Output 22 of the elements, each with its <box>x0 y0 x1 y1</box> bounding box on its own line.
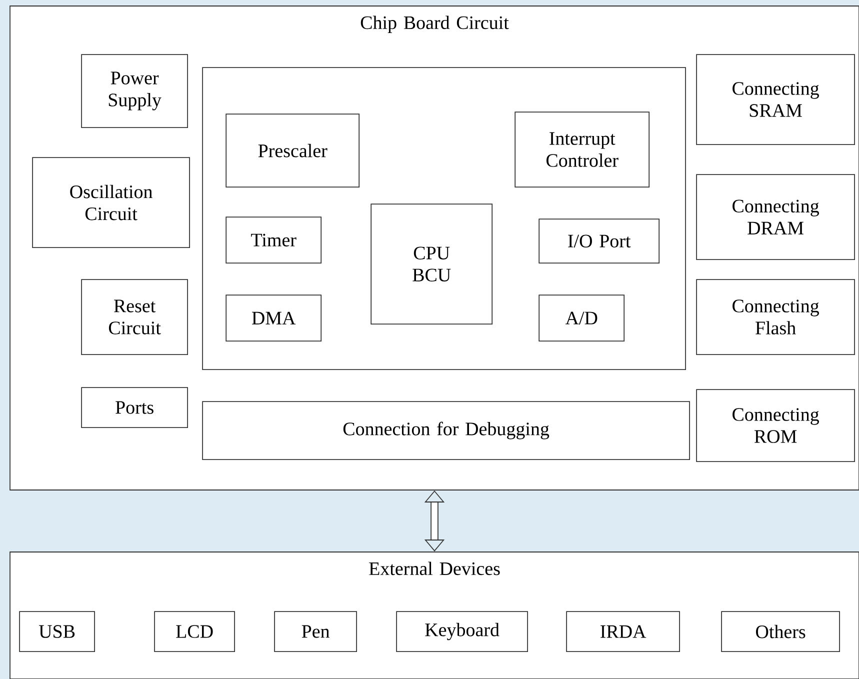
block-box: Oscillation Circuit <box>32 157 190 248</box>
block-box: Keyboard <box>396 611 528 652</box>
block-box: Interrupt Controler <box>514 112 650 188</box>
block-box: A/D <box>538 294 625 342</box>
block-box: Connecting SRAM <box>696 54 855 145</box>
block-box: Connecting Flash <box>696 279 855 355</box>
block-box: I/O Port <box>538 218 660 264</box>
block-box: Timer <box>226 216 322 264</box>
block-box: USB <box>19 611 95 652</box>
block-box: LCD <box>154 611 235 652</box>
block-box: Pen <box>274 611 357 652</box>
block-box: DMA <box>226 294 322 342</box>
block-box: Connecting DRAM <box>696 174 855 260</box>
block-box: Others <box>721 611 840 652</box>
block-box: IRDA <box>566 611 680 652</box>
block-box: Reset Circuit <box>81 279 188 355</box>
block-box: Power Supply <box>81 54 188 128</box>
block-box: Connecting ROM <box>696 389 855 462</box>
block-box: Prescaler <box>226 114 360 188</box>
block-box: Connection for Debugging <box>202 401 690 460</box>
block-box: Ports <box>81 387 188 428</box>
block-box: CPU BCU <box>370 204 493 325</box>
